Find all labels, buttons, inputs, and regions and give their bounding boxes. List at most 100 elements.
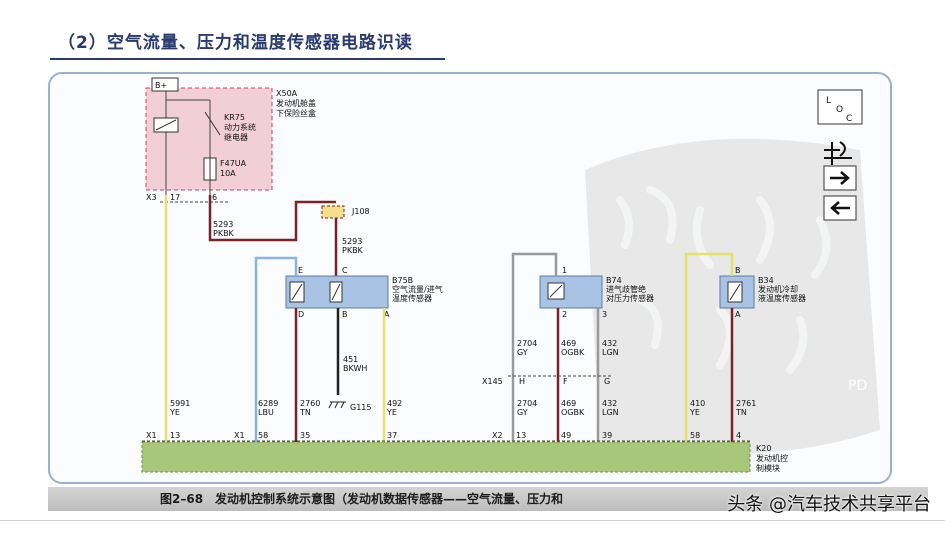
fuse-id: F47UA: [220, 159, 247, 168]
b34-name-2: 液温度传感器: [758, 293, 806, 303]
wire-2704a-num: 2704: [517, 339, 537, 348]
wire-410: [684, 252, 734, 442]
ecm-pin-58b: 58: [690, 431, 700, 440]
ground-label: G115: [350, 403, 371, 412]
b75b-pin-e: E: [298, 266, 303, 275]
ecm-pin-13a: 13: [170, 431, 180, 440]
b34-id: B34: [758, 276, 774, 285]
ecm-pin-35: 35: [300, 431, 310, 440]
b75b-name-2: 温度传感器: [392, 293, 432, 303]
wire-451-num: 451: [343, 355, 358, 364]
title-underline: [50, 58, 445, 60]
ecm-id: K20: [756, 444, 771, 453]
wire-2761-num: 2761: [736, 399, 756, 408]
x3-pin-6: 6: [212, 193, 217, 202]
fuse-box-name-2: 下保险丝盒: [276, 108, 316, 118]
fuse-rating: 10A: [220, 169, 236, 178]
ecm-name-2: 制模块: [756, 463, 780, 473]
wire-2704: [511, 252, 558, 442]
b34-pin-a: A: [735, 310, 741, 319]
ecm-module-bar: [141, 441, 751, 473]
b75b-pin-d: D: [298, 310, 304, 319]
arrow-right-icon: [823, 165, 857, 191]
wire-432b-color: LGN: [602, 408, 619, 417]
wire-5293-color: PKBK: [213, 229, 235, 238]
svg-text:L: L: [826, 96, 831, 106]
corner-mark: PD: [848, 378, 867, 394]
bottom-rule: [0, 520, 945, 521]
b75b-pin-a: A: [384, 310, 390, 319]
x3-pin-17: 17: [170, 193, 180, 202]
watermark-text: 头条 @汽车技术共享平台: [727, 494, 931, 515]
page-title: （2）空气流量、压力和温度传感器电路识读: [58, 33, 413, 53]
wire-5991-color: YE: [169, 408, 180, 417]
b75b-id: B75B: [392, 276, 413, 285]
arrow-left-icon: [823, 195, 857, 221]
ecm-pin-58a: 58: [258, 431, 268, 440]
wire-432b-num: 432: [602, 399, 617, 408]
ground-icon: [328, 401, 346, 409]
ecm-connector-x1b: X1: [234, 431, 245, 440]
splice-label: J108: [351, 207, 370, 216]
wire-6289-num: 6289: [258, 399, 278, 408]
b75b-pin-c: C: [342, 266, 348, 275]
wire-469b-color: OGBK: [561, 408, 585, 417]
x145-pin-g: G: [604, 377, 610, 386]
b74-name-2: 对压力传感器: [606, 293, 654, 303]
wire-492-color: YE: [386, 408, 397, 417]
wire-5293-num: 5293: [213, 220, 233, 229]
b74-pin-2: 2: [562, 310, 567, 319]
caption-bar: [48, 487, 928, 511]
wire-2704a-color: GY: [517, 348, 528, 357]
ecm-pin-13b: 13: [516, 431, 526, 440]
ecm-pin-39: 39: [602, 431, 612, 440]
wire-2704b-num: 2704: [517, 399, 537, 408]
relay-name-2: 继电器: [224, 132, 248, 142]
wire-492-num: 492: [387, 399, 402, 408]
wire-6289: [254, 256, 298, 442]
wire-5293: [208, 195, 336, 242]
svg-text:C: C: [846, 114, 852, 124]
b74-pin-3: 3: [602, 310, 607, 319]
ecm-connector-x1a: X1: [146, 431, 157, 440]
figure-caption: 图2–68 发动机控制系统示意图（发动机数据传感器——空气流量、压力和: [160, 492, 564, 506]
x145-pin-h: H: [519, 377, 525, 386]
ecm-pin-4: 4: [736, 431, 741, 440]
b75b-pin-b: B: [342, 310, 348, 319]
connector-legend-icon: [824, 141, 852, 165]
relay-name-1: 动力系统: [224, 122, 256, 132]
wire-410-num: 410: [690, 399, 705, 408]
wire-2761-color: TN: [735, 408, 747, 417]
fuse-box-id: X50A: [276, 89, 298, 98]
wire-2704b-color: GY: [517, 408, 528, 417]
wire-6289-color: LBU: [258, 408, 274, 417]
ecm-pin-49: 49: [561, 431, 571, 440]
wire-432a-color: LGN: [602, 348, 619, 357]
inline-connector-id: X145: [482, 377, 503, 386]
fuse-box-name-1: 发动机舱盖: [276, 98, 316, 108]
wire-451-color: BKWH: [343, 364, 367, 373]
splice-j108: [321, 205, 345, 219]
wire-432a-num: 432: [602, 339, 617, 348]
b75b-name-1: 空气流量/进气: [392, 284, 443, 294]
legend-loc-icon: L O C: [817, 89, 863, 125]
wire-2760-color: TN: [299, 408, 311, 417]
ecm-connector-x2: X2: [492, 431, 503, 440]
x145-pin-f: F: [563, 377, 568, 386]
b74-id: B74: [606, 276, 622, 285]
wire-5991-num: 5991: [170, 399, 190, 408]
ecm-name-1: 发动机控: [756, 453, 788, 463]
ecm-pin-37: 37: [387, 431, 397, 440]
b34-pin-b: B: [735, 266, 741, 275]
wire-5293b-color: PKBK: [342, 246, 364, 255]
wire-5293b-num: 5293: [342, 237, 362, 246]
wire-2760-num: 2760: [300, 399, 320, 408]
wire-410-color: YE: [689, 408, 700, 417]
connector-x3: X3: [146, 193, 157, 202]
wire-469a-num: 469: [561, 339, 576, 348]
supply-box: [151, 77, 179, 92]
wire-469b-num: 469: [561, 399, 576, 408]
b74-name-1: 进气歧管绝: [606, 284, 646, 294]
svg-text:O: O: [836, 105, 843, 115]
